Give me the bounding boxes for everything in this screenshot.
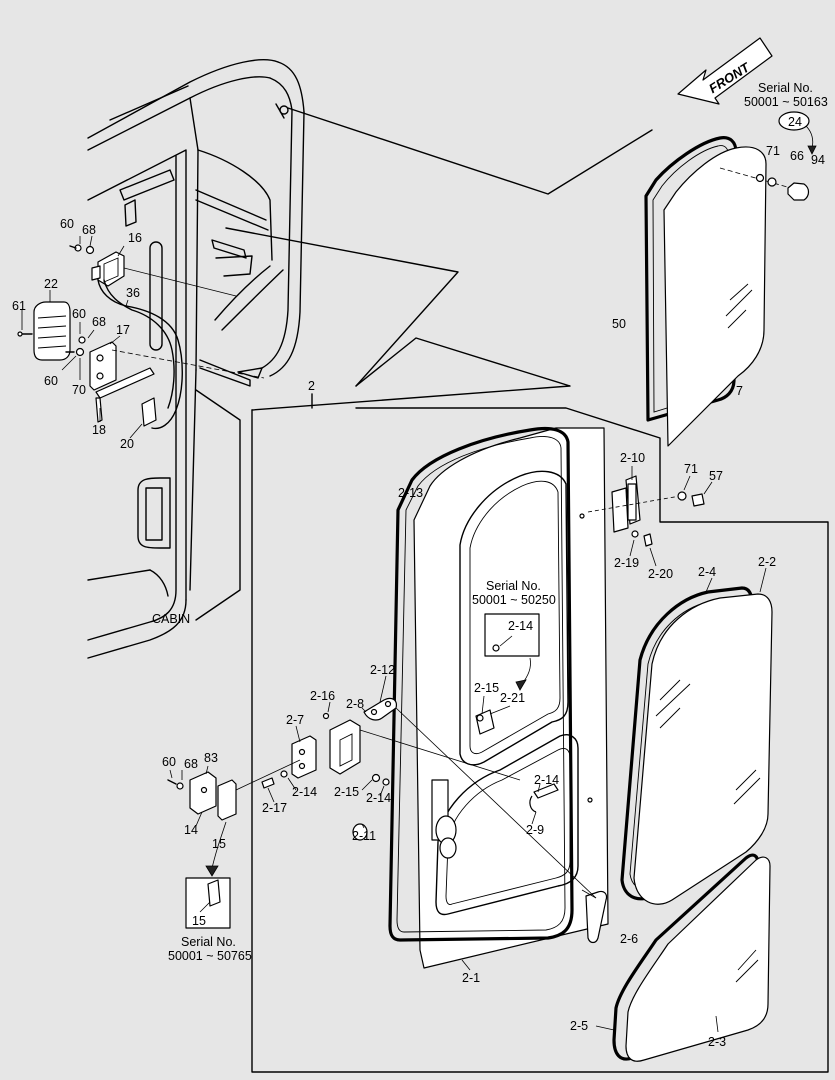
callout: 2-10 <box>620 451 645 465</box>
callout: 57 <box>709 469 723 483</box>
callout: 2-13 <box>398 486 423 500</box>
callout: 2-19 <box>614 556 639 570</box>
callout: 68 <box>82 223 96 237</box>
callout: 50 <box>612 317 626 331</box>
callout: 2-6 <box>620 932 638 946</box>
callout: 2-11 <box>352 829 376 843</box>
callout: 2-20 <box>648 567 673 581</box>
callout: 60 <box>44 374 58 388</box>
callout: 2-14 <box>534 773 559 787</box>
callout: 2-14 <box>292 785 317 799</box>
callout: 2-1 <box>462 971 480 985</box>
callout: 60 <box>72 307 86 321</box>
callout: 2-15 <box>334 785 359 799</box>
callout: 71 <box>684 462 698 476</box>
callout: 2-14 <box>366 791 391 805</box>
callout: 71 <box>766 144 780 158</box>
callout: 2-15 <box>474 681 499 695</box>
serial-ref-top: 24 <box>788 115 802 129</box>
callout: 68 <box>184 757 198 771</box>
callout: 16 <box>128 231 142 245</box>
callout: 22 <box>44 277 58 291</box>
callout: 2-7 <box>286 713 304 727</box>
serial-title-top: Serial No. <box>758 81 813 95</box>
main-door <box>388 426 609 969</box>
hinge <box>587 466 713 567</box>
serial-title-bottom: Serial No. <box>181 935 236 949</box>
callout: 2-12 <box>370 663 395 677</box>
callout: 15 <box>212 837 226 851</box>
callout: 83 <box>204 751 218 765</box>
callout: 2-17 <box>262 801 287 815</box>
callout: 2-2 <box>758 555 776 569</box>
side-windows <box>595 567 773 1062</box>
callout: 2-16 <box>310 689 335 703</box>
serial-ref-bottom: 15 <box>192 914 206 928</box>
callout: 36 <box>126 286 140 300</box>
callout: 2-8 <box>346 697 364 711</box>
callout: 14 <box>184 823 198 837</box>
callout-labels: 71 66 94 50 7 60 68 16 36 22 61 60 68 17… <box>12 144 825 1049</box>
callout: 2-3 <box>708 1035 726 1049</box>
callout: 68 <box>92 315 106 329</box>
callout: 66 <box>790 149 804 163</box>
callout: 61 <box>12 299 26 313</box>
door-assembly-frame <box>225 227 829 1073</box>
callout: 2-9 <box>526 823 544 837</box>
callout: 94 <box>811 153 825 167</box>
callout: 7 <box>736 384 743 398</box>
serial-range-bottom: 50001 ~ 50765 <box>168 949 252 963</box>
cabin-label: CABIN <box>152 612 190 626</box>
callout: 2-5 <box>570 1019 588 1033</box>
callout: 60 <box>60 217 74 231</box>
callout: 2-4 <box>698 565 716 579</box>
callout: 2 <box>308 379 315 393</box>
callout: 20 <box>120 437 134 451</box>
serial-range-mid: 50001 ~ 50250 <box>472 593 556 607</box>
cabin-frame <box>87 59 305 659</box>
callout: 18 <box>92 423 106 437</box>
ref-bubble <box>778 111 810 131</box>
serial-ref-mid: 2-14 <box>508 619 533 633</box>
callout: 17 <box>116 323 130 337</box>
callout: 2-21 <box>500 691 525 705</box>
callout: 60 <box>162 755 176 769</box>
callout: 70 <box>72 383 86 397</box>
rear-window-assembly <box>287 107 810 447</box>
latch-cluster <box>17 235 265 439</box>
serial-title-mid: Serial No. <box>486 579 541 593</box>
door-hardware <box>167 675 608 944</box>
serial-range-top: 50001 ~ 50163 <box>744 95 828 109</box>
